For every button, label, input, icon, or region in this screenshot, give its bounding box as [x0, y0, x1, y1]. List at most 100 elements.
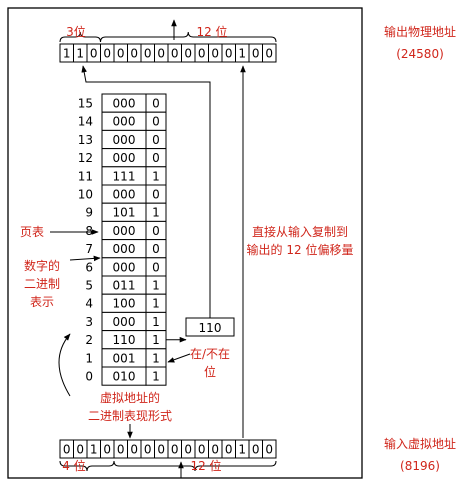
- page-table-index: 11: [78, 169, 93, 183]
- physical-bit-value: 0: [198, 47, 206, 61]
- page-frame-value: 000: [113, 242, 136, 256]
- physical-bit-value: 0: [252, 47, 260, 61]
- virtual-bit-value: 0: [211, 443, 219, 457]
- bit-group-brace: [59, 31, 101, 43]
- physical-page-bits-label: 3位: [66, 24, 86, 39]
- physical-bit-value: 0: [225, 47, 233, 61]
- physical-bit-value: 1: [238, 47, 246, 61]
- virtual-bit-value: 0: [265, 443, 273, 457]
- page-table-index: 12: [78, 151, 93, 165]
- page-frame-value: 111: [113, 169, 136, 183]
- page-frame-value: 000: [113, 97, 136, 111]
- physical-bit-value: 1: [76, 47, 84, 61]
- page-table-index: 14: [78, 115, 93, 129]
- physical-bit-value: 0: [184, 47, 192, 61]
- page-frame-value: 000: [113, 133, 136, 147]
- page-table-index: 7: [85, 242, 93, 256]
- page-table-index: 0: [85, 370, 93, 384]
- page-table-index: 6: [85, 260, 93, 274]
- present-bit-label-line1: 在/不在: [190, 347, 230, 361]
- physical-bit-value: 0: [157, 47, 165, 61]
- frame-to-physical-arrow: [81, 65, 211, 318]
- virtual-bit-value: 0: [225, 443, 233, 457]
- page-table-index: 4: [85, 297, 93, 311]
- page-frame-value: 000: [113, 151, 136, 165]
- bit-group-brace: [113, 460, 277, 472]
- page-table-index: 10: [78, 188, 93, 202]
- virtual-bit-value: 0: [63, 443, 71, 457]
- frame-output-box: [185, 317, 235, 337]
- virtual-bit-value: 0: [144, 443, 152, 457]
- present-bit-value: 1: [152, 370, 160, 384]
- bit-group-brace: [59, 460, 115, 472]
- present-bit-value: 1: [152, 333, 160, 347]
- virtual-offset-bits-label: 12 位: [190, 458, 221, 473]
- present-bit-value: 0: [152, 224, 160, 238]
- present-bit-value: 0: [152, 115, 160, 129]
- bit-group-brace: [100, 31, 277, 43]
- present-bit-value: 0: [152, 133, 160, 147]
- virtual-bit-cell: [262, 439, 277, 459]
- virtual-binary-label-line2: 二进制表现形式: [88, 409, 172, 423]
- present-bit-cell: [145, 366, 167, 386]
- page-frame-value: 000: [113, 315, 136, 329]
- page-table-label: 页表: [20, 225, 44, 239]
- page-table-index: 3: [85, 315, 93, 329]
- binary-repr-label-line3: 表示: [30, 295, 54, 309]
- page-table-index: 2: [85, 333, 93, 347]
- virtual-bit-value: 0: [76, 443, 84, 457]
- frame-output-value: 110: [199, 321, 222, 335]
- physical-side-value: (24580): [396, 47, 444, 61]
- binary-repr-label-line1: 数字的: [24, 258, 60, 273]
- physical-bit-cell: [262, 43, 277, 63]
- page-table-index: 5: [85, 279, 93, 293]
- physical-bit-value: 0: [103, 47, 111, 61]
- page-frame-value: 000: [113, 188, 136, 202]
- virtual-bit-value: 1: [90, 443, 98, 457]
- present-bit-value: 1: [152, 279, 160, 293]
- page-table-index: 13: [78, 133, 93, 147]
- virtual-bit-value: 0: [103, 443, 111, 457]
- physical-bit-value: 0: [144, 47, 152, 61]
- copy-offset-label-line1: 直接从输入复制到: [252, 224, 348, 239]
- physical-bit-value: 0: [211, 47, 219, 61]
- physical-bit-value: 0: [130, 47, 138, 61]
- virtual-index-arrow: [58, 333, 71, 397]
- virtual-bit-value: 0: [171, 443, 179, 457]
- page-frame-value: 000: [113, 115, 136, 129]
- physical-bit-value: 0: [171, 47, 179, 61]
- page-frame-value: 000: [113, 260, 136, 274]
- binary-repr-arrow: [69, 255, 101, 262]
- present-bit-value: 1: [152, 351, 160, 365]
- physical-bit-value: 1: [63, 47, 71, 61]
- physical-bit-value: 0: [90, 47, 98, 61]
- present-bit-value: 1: [152, 297, 160, 311]
- binary-repr-label-line2: 二进制: [24, 277, 60, 291]
- virtual-bit-value: 0: [252, 443, 260, 457]
- present-bit-label-line2: 位: [204, 364, 216, 379]
- page-table-index: 8: [85, 224, 93, 238]
- present-bit-value: 0: [152, 260, 160, 274]
- present-bit-arrow: [167, 353, 191, 363]
- virtual-bit-value: 1: [238, 443, 246, 457]
- present-bit-value: 0: [152, 97, 160, 111]
- virtual-binary-label-line1: 虚拟地址的: [100, 390, 160, 405]
- virtual-side-value: (8196): [400, 459, 440, 473]
- connectors: [50, 19, 277, 478]
- present-bit-value: 0: [152, 188, 160, 202]
- outer-frame: [7, 7, 363, 479]
- page-frame-value: 101: [113, 206, 136, 220]
- physical-bit-value: 0: [265, 47, 273, 61]
- virtual-bit-value: 0: [184, 443, 192, 457]
- virtual-bit-value: 0: [117, 443, 125, 457]
- page-frame-value: 110: [113, 333, 136, 347]
- virtual-page-bits-label: 4 位: [62, 458, 85, 473]
- present-bit-value: 0: [152, 151, 160, 165]
- present-bit-value: 1: [152, 206, 160, 220]
- page-frame-value: 011: [113, 279, 136, 293]
- page-table-index: 15: [78, 97, 93, 111]
